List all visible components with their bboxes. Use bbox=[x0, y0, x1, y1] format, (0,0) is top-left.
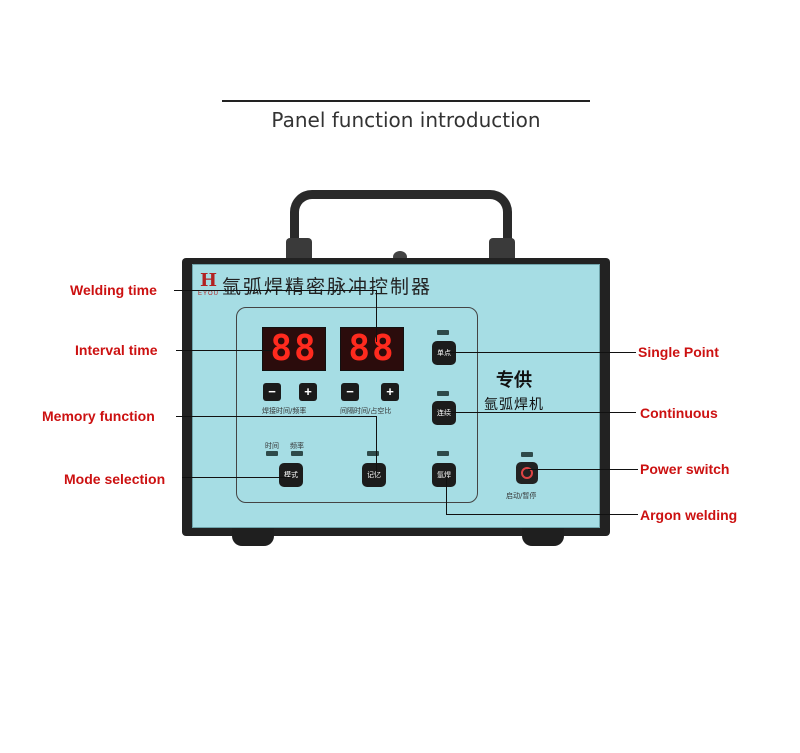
foot-left bbox=[232, 524, 274, 546]
argon-button[interactable]: 氩焊 bbox=[432, 463, 456, 487]
led-power bbox=[521, 452, 533, 457]
led-single bbox=[437, 330, 449, 335]
power-caption: 启动/暂停 bbox=[506, 492, 537, 500]
side-tab bbox=[602, 372, 608, 410]
welding-minus-button[interactable]: − bbox=[263, 383, 281, 401]
leader-interval bbox=[176, 350, 272, 351]
leader-power bbox=[528, 469, 638, 470]
label-welding-time: Welding time bbox=[70, 282, 157, 298]
led-label-time: 时间 bbox=[265, 442, 279, 450]
leader-single bbox=[446, 352, 636, 353]
interval-plus-button[interactable]: + bbox=[381, 383, 399, 401]
leader-memory-v bbox=[376, 416, 377, 474]
caption-left: 焊接时间/频率 bbox=[262, 407, 307, 415]
continuous-button[interactable]: 连续 bbox=[432, 401, 456, 425]
led-argon bbox=[437, 451, 449, 456]
special-subtitle: 氩弧焊机 bbox=[484, 397, 544, 413]
leader-welding-h bbox=[174, 290, 376, 291]
page-title: Panel function introduction bbox=[271, 108, 541, 132]
label-single-point: Single Point bbox=[638, 344, 719, 360]
caption-right: 间隔时间/占空比 bbox=[340, 407, 392, 415]
brand-logo-sub: EYOU bbox=[198, 291, 220, 297]
leader-argon-h bbox=[446, 514, 638, 515]
mode-button[interactable]: 模式 bbox=[279, 463, 303, 487]
carry-handle bbox=[290, 190, 512, 270]
foot-right bbox=[522, 524, 564, 546]
memory-button[interactable]: 记忆 bbox=[362, 463, 386, 487]
control-area bbox=[236, 307, 478, 503]
label-memory-function: Memory function bbox=[42, 408, 155, 424]
welding-plus-button[interactable]: + bbox=[299, 383, 317, 401]
power-button[interactable] bbox=[516, 462, 538, 484]
led-continuous bbox=[437, 391, 449, 396]
leader-mode bbox=[182, 477, 292, 478]
leader-welding-v bbox=[376, 290, 377, 342]
led-time bbox=[266, 451, 278, 456]
led-label-freq: 频率 bbox=[290, 442, 304, 450]
power-icon bbox=[521, 467, 533, 479]
display-right: 88 bbox=[340, 327, 404, 371]
interval-minus-button[interactable]: − bbox=[341, 383, 359, 401]
leader-memory-h bbox=[176, 416, 376, 417]
label-interval-time: Interval time bbox=[75, 342, 158, 358]
label-power-switch: Power switch bbox=[640, 461, 730, 477]
display-left: 88 bbox=[262, 327, 326, 371]
brand-title: 氩弧焊精密脉冲控制器 bbox=[222, 276, 433, 298]
label-mode-selection: Mode selection bbox=[64, 471, 166, 487]
label-argon-welding: Argon welding bbox=[640, 507, 738, 523]
single-point-button[interactable]: 单点 bbox=[432, 341, 456, 365]
leader-argon-v bbox=[446, 476, 447, 514]
special-title: 专供 bbox=[496, 370, 532, 391]
led-memory bbox=[367, 451, 379, 456]
label-continuous: Continuous bbox=[640, 405, 718, 421]
led-freq bbox=[291, 451, 303, 456]
leader-continuous bbox=[446, 412, 636, 413]
brand-logo: H bbox=[200, 270, 218, 291]
heading-rule bbox=[222, 100, 590, 102]
